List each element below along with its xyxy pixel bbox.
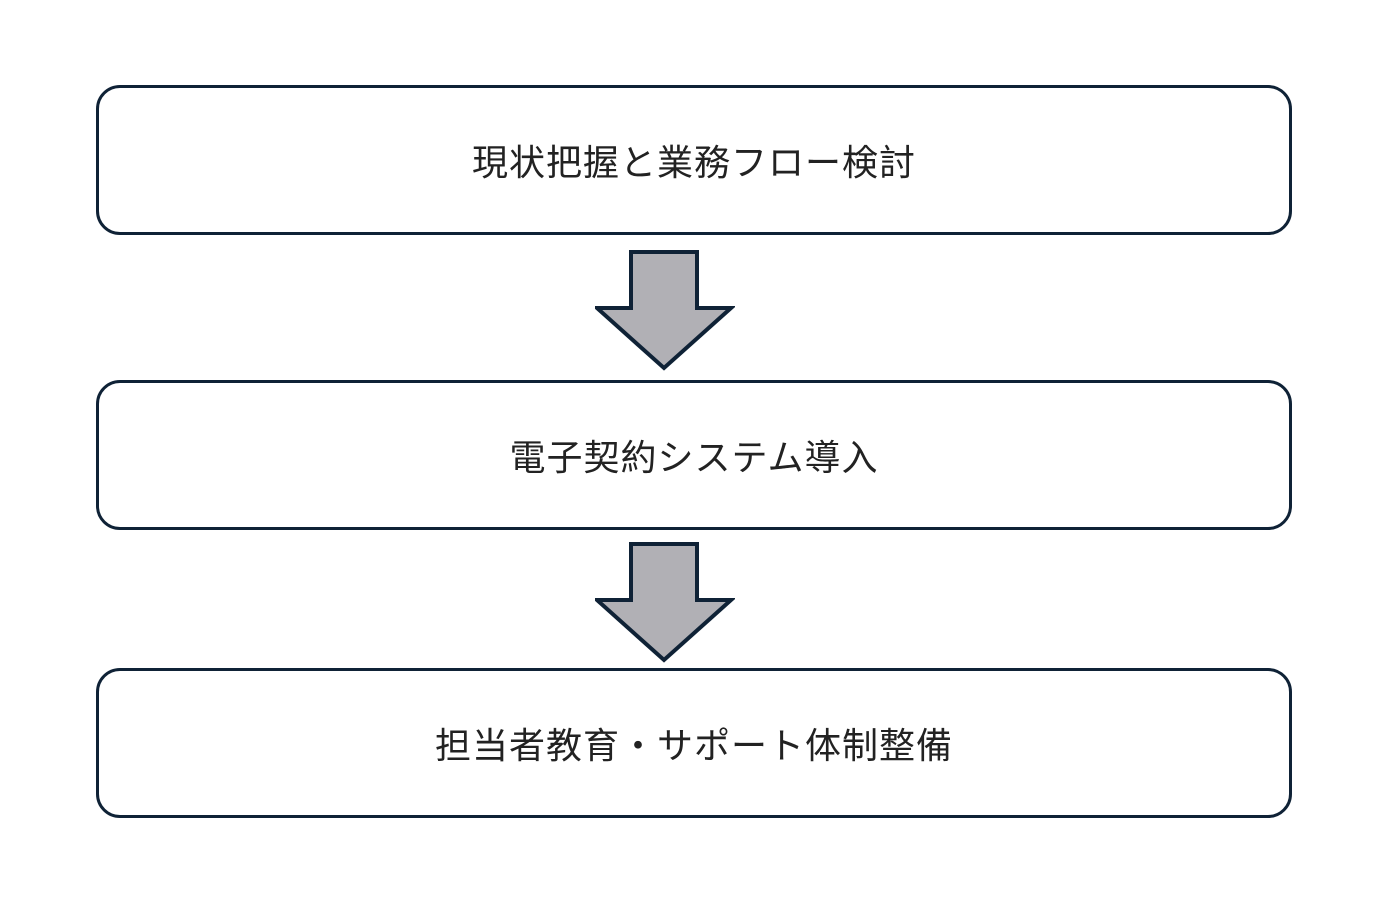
step-label-2: 電子契約システム導入	[509, 438, 879, 479]
step-box-2: 電子契約システム導入	[96, 380, 1292, 530]
step-box-1: 現状把握と業務フロー検討	[96, 85, 1292, 235]
step-label-3: 担当者教育・サポート体制整備	[434, 726, 953, 767]
down-arrow-icon	[595, 542, 735, 663]
down-arrow-shape	[595, 250, 735, 371]
down-arrow-icon	[595, 250, 735, 371]
down-arrow-shape	[595, 542, 735, 663]
step-box-3: 担当者教育・サポート体制整備	[96, 668, 1292, 818]
step-label-1: 現状把握と業務フロー検討	[471, 143, 916, 184]
